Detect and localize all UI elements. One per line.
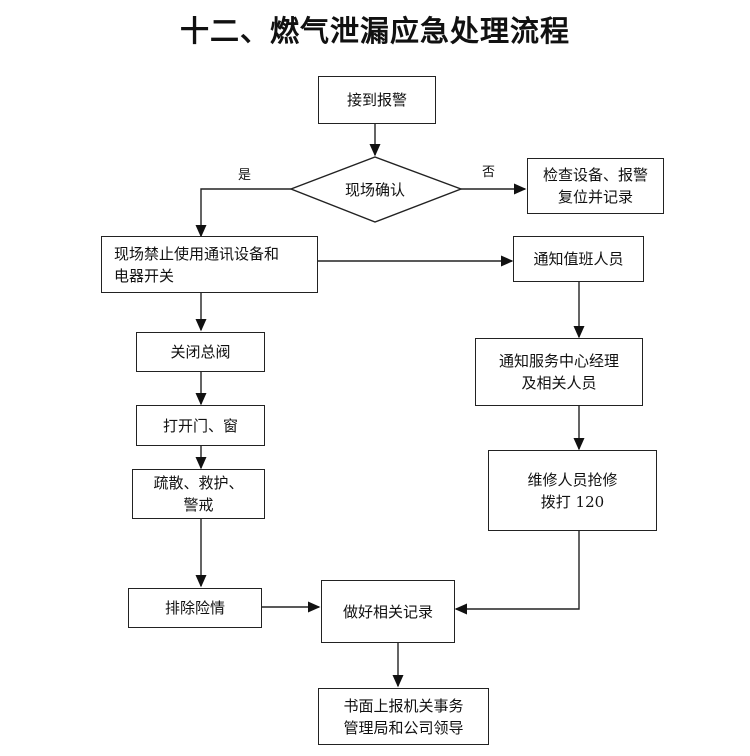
node-eliminate: 排除险情 — [128, 588, 262, 628]
edge-label-no: 否 — [482, 165, 496, 180]
node-repair: 维修人员抢修 拨打 120 — [488, 450, 657, 531]
node-notify-duty: 通知值班人员 — [513, 236, 644, 282]
node-notify-manager: 通知服务中心经理 及相关人员 — [475, 338, 643, 406]
node-record: 做好相关记录 — [321, 580, 455, 643]
edge-label-yes: 是 — [238, 168, 252, 183]
node-receive-alarm: 接到报警 — [318, 76, 436, 124]
decision-diamond — [289, 156, 463, 223]
arrow-yes-to-prohibit — [195, 188, 291, 238]
node-report: 书面上报机关事务 管理局和公司领导 — [318, 688, 489, 745]
node-onsite-confirm: 现场确认 — [344, 181, 405, 199]
node-evacuate: 疏散、救护、 警戒 — [132, 469, 265, 519]
node-prohibit-devices: 现场禁止使用通讯设备和 电器开关 — [101, 236, 318, 293]
page-title: 十二、燃气泄漏应急处理流程 — [179, 14, 570, 48]
node-open-windows: 打开门、窗 — [136, 405, 265, 446]
node-check-equipment: 检查设备、报警 复位并记录 — [527, 158, 664, 214]
arrow-repair-to-record — [454, 531, 580, 615]
node-close-valve: 关闭总阀 — [136, 332, 265, 372]
